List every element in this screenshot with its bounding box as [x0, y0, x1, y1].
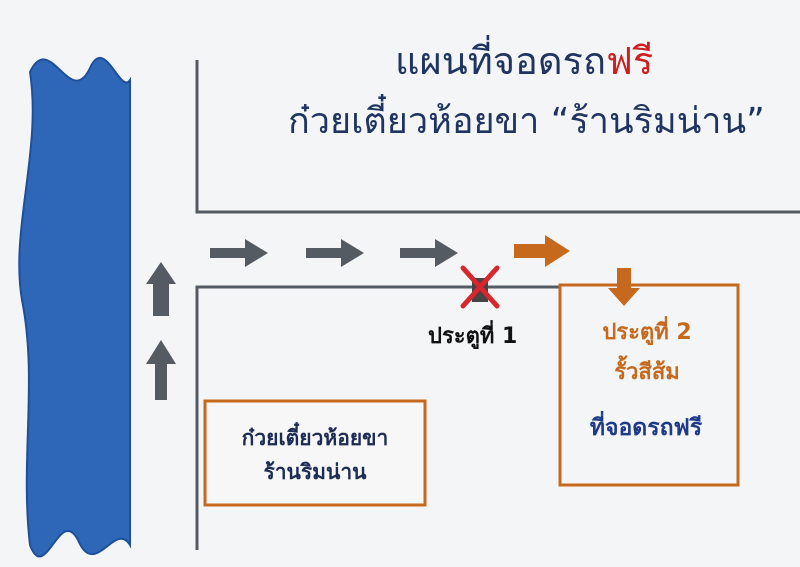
x-mark-icon [460, 265, 500, 309]
free-parking-label: ที่จอดรถฟรี [589, 415, 703, 441]
right-arrow-orange-icon [514, 235, 570, 267]
right-arrow-icon [400, 239, 458, 267]
gate1-label: ประตูที่ 1 [428, 324, 518, 349]
restaurant-label-line2: ร้านริมน่าน [263, 460, 367, 484]
road-edge-lower [195, 285, 560, 550]
map-title-prefix: แผนที่จอดรถ [395, 39, 606, 83]
up-arrow-icon [146, 340, 176, 400]
restaurant-box [203, 399, 427, 507]
gate2-label: ประตูที่ 2 [602, 320, 692, 345]
map-title: แผนที่จอดรถฟรี [395, 30, 653, 91]
parking-lot-fence [558, 283, 740, 487]
restaurant-label-line1: ก๋วยเตี๋ยวห้อยขา [241, 426, 389, 450]
river [18, 57, 131, 558]
gate2-fence-label: รั้วสีส้ม [614, 360, 680, 385]
right-arrow-icon [210, 239, 268, 267]
map-subtitle: ก๋วยเตี๋ยวห้อยขา “ร้านริมน่าน” [288, 101, 765, 142]
down-arrow-icon [608, 268, 640, 306]
right-arrow-icon [306, 239, 364, 267]
map-title-free: ฟรี [605, 39, 654, 83]
road-edge-upper [195, 60, 800, 214]
up-arrow-icon [146, 262, 176, 316]
